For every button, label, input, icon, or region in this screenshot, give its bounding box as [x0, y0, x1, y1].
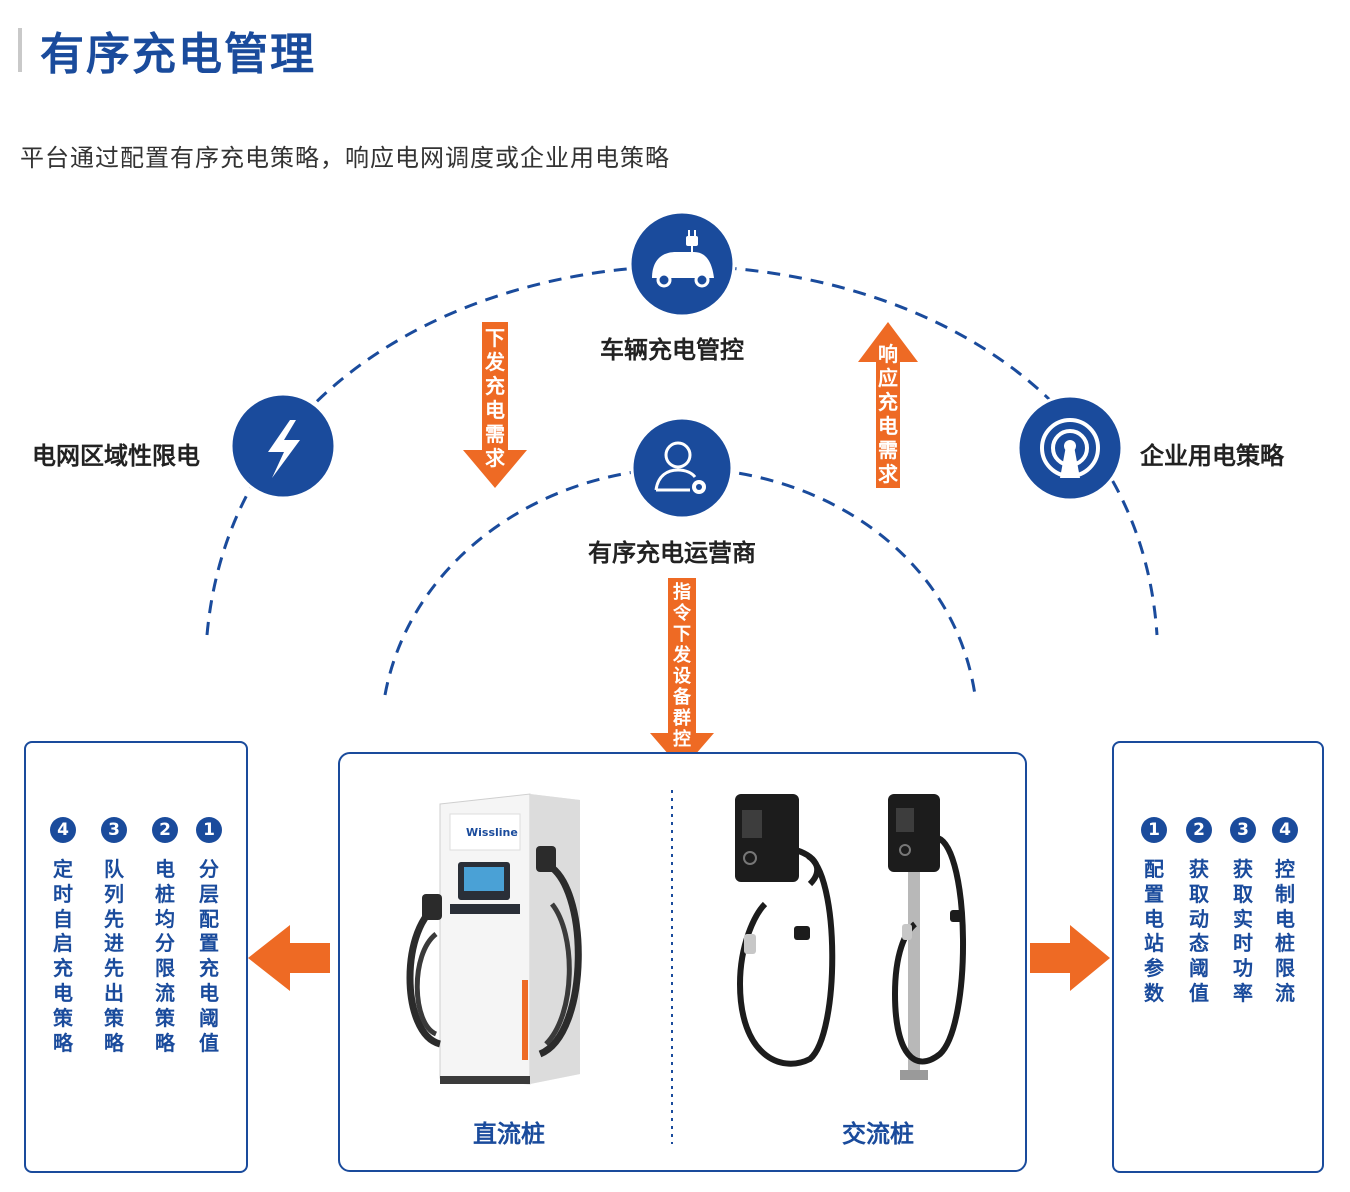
right-strategy-panel: 1 配置电站参数 2 获取动态阈值 3 获取实时功率 4 控制电桩限流 [1112, 741, 1324, 1173]
user-gear-icon [630, 416, 734, 520]
step-number: 2 [1186, 817, 1212, 843]
left-column-3: 3 队列先进先出策略 [99, 817, 129, 1055]
left-strategy-panel: 4 定时自启充电策略 3 队列先进先出策略 2 电桩均分限流策略 1 分层配置充… [24, 741, 248, 1173]
step-number: 4 [1272, 817, 1298, 843]
right-column-2: 2 获取动态阈值 [1184, 817, 1214, 1006]
left-column-2: 2 电桩均分限流策略 [150, 817, 180, 1055]
strategy-text: 定时自启充电策略 [53, 857, 73, 1055]
operator-node-label: 有序充电运营商 [588, 539, 756, 567]
enterprise-node-label: 企业用电策略 [1140, 442, 1284, 470]
signal-tower-icon [1016, 394, 1124, 502]
dc-charger-label: 直流桩 [473, 1120, 545, 1148]
ac-wall-charger-image [735, 794, 836, 1067]
product-illustrations: Wissline [406, 790, 966, 1144]
dc-charger-image: Wissline [406, 793, 582, 1085]
car-charging-icon [628, 210, 736, 318]
step-number: 1 [196, 817, 222, 843]
strategy-text: 获取动态阈值 [1189, 857, 1209, 1005]
left-panel-arrow [248, 925, 330, 991]
ac-charger-label: 交流桩 [842, 1120, 914, 1148]
step-number: 4 [50, 817, 76, 843]
title-accent-bar [18, 28, 22, 72]
strategy-text: 配置电站参数 [1144, 857, 1164, 1005]
left-column-4: 4 定时自启充电策略 [48, 817, 78, 1055]
down-demand-arrow [463, 322, 527, 488]
page-title: 有序充电管理 [40, 29, 316, 80]
right-column-4: 4 控制电桩限流 [1270, 817, 1300, 1006]
right-column-3: 3 获取实时功率 [1228, 817, 1258, 1006]
strategy-text: 分层配置充电阈值 [199, 857, 219, 1055]
command-arrow [650, 578, 714, 770]
down-demand-label: 下发充电需求 [485, 326, 505, 470]
up-response-label: 响应充电需求 [878, 342, 898, 486]
strategy-text: 获取实时功率 [1233, 857, 1253, 1005]
step-number: 3 [101, 817, 127, 843]
command-label: 指令下发 设备群控 [673, 582, 691, 750]
strategy-text: 队列先进先出策略 [104, 857, 124, 1055]
step-number: 2 [152, 817, 178, 843]
ac-pedestal-charger-image [888, 794, 966, 1080]
right-column-1: 1 配置电站参数 [1139, 817, 1169, 1006]
strategy-text: 电桩均分限流策略 [155, 857, 175, 1055]
lightning-icon [229, 392, 337, 500]
grid-node-label: 电网区域性限电 [32, 442, 200, 470]
right-panel-arrow [1030, 925, 1110, 991]
strategy-text: 控制电桩限流 [1275, 857, 1295, 1005]
step-number: 3 [1230, 817, 1256, 843]
dc-brand-text: Wissline [466, 826, 518, 839]
page-subtitle: 平台通过配置有序充电策略，响应电网调度或企业用电策略 [20, 144, 670, 172]
charger-product-panel: Wissline [338, 752, 1027, 1172]
vehicle-node-label: 车辆充电管控 [600, 336, 744, 364]
left-column-1: 1 分层配置充电阈值 [194, 817, 224, 1055]
step-number: 1 [1141, 817, 1167, 843]
up-response-arrow [858, 322, 918, 488]
